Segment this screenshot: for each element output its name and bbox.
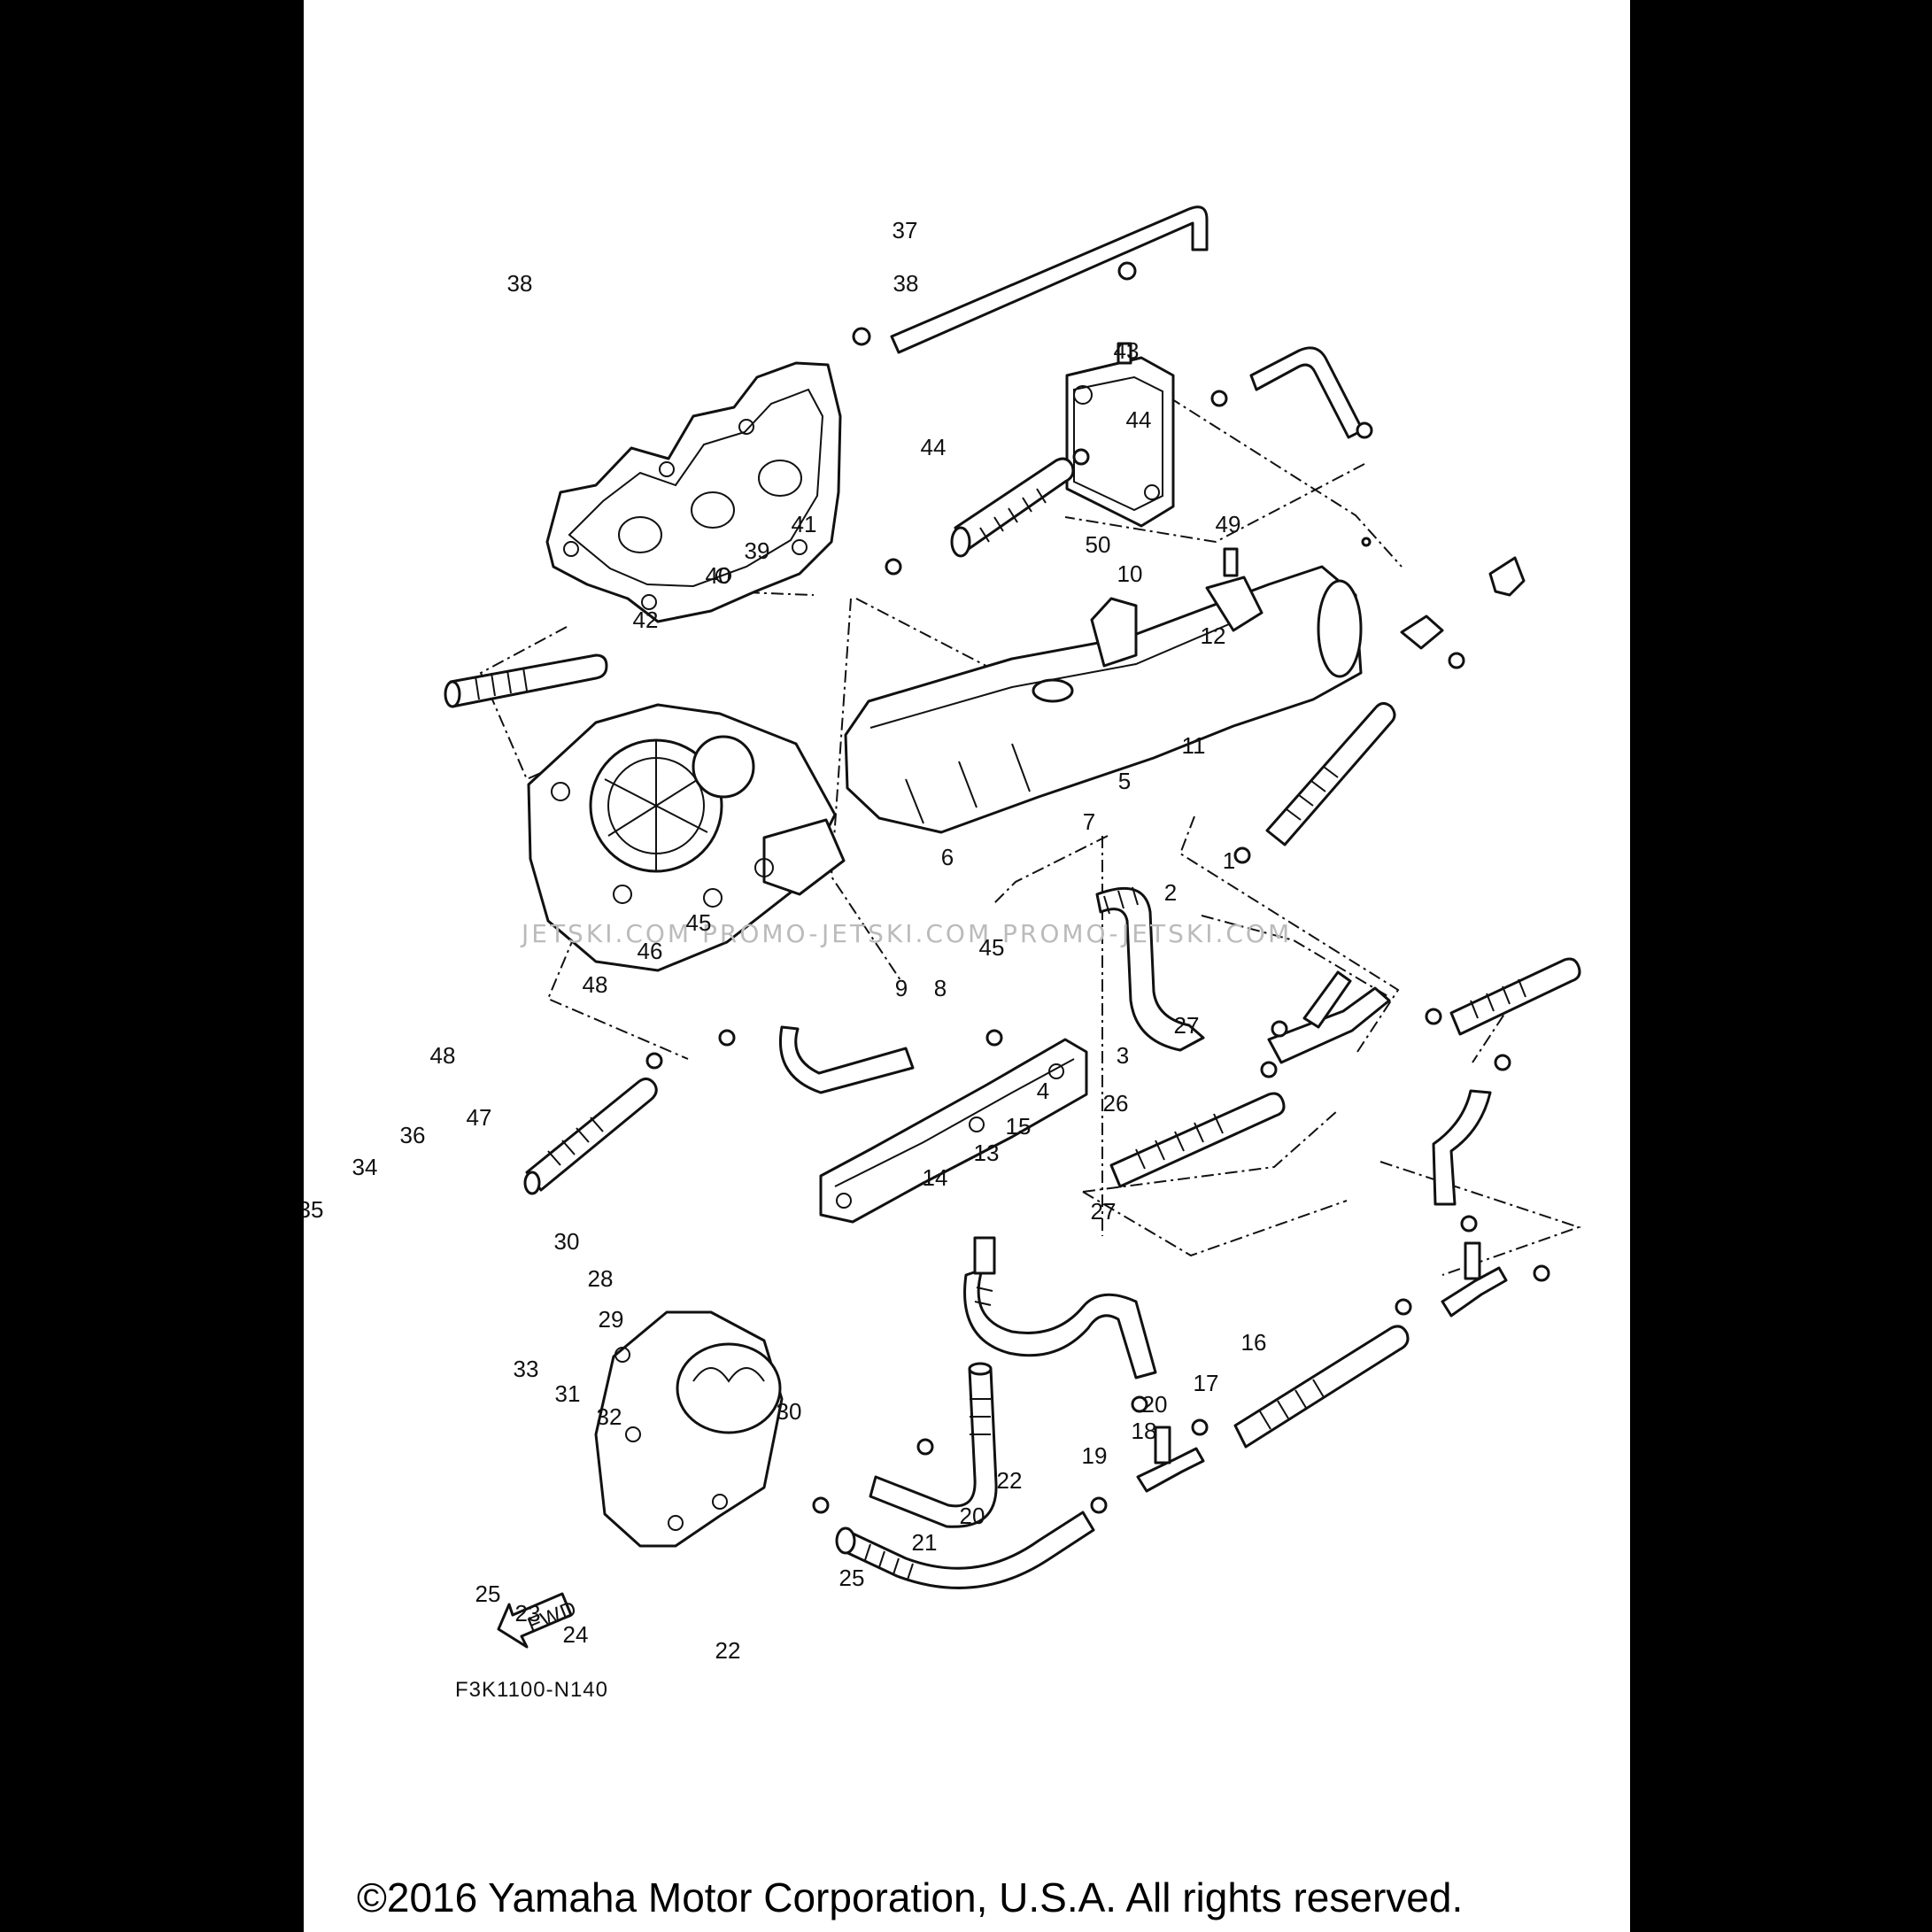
callout-24: 24: [563, 1621, 589, 1648]
callout-10: 10: [1117, 560, 1143, 587]
hose-26: [1432, 1089, 1492, 1206]
callout-16: 16: [1241, 1329, 1267, 1356]
callout-46: 46: [638, 938, 663, 964]
hose-35-lower: [523, 1078, 658, 1195]
callout-15: 15: [1006, 1113, 1032, 1140]
callout-33: 33: [514, 1356, 539, 1382]
callout-28: 28: [588, 1265, 614, 1292]
callout-32: 32: [597, 1403, 622, 1430]
callout-44: 44: [1126, 406, 1152, 433]
callout-45: 45: [979, 934, 1005, 961]
y-joint-4: [1267, 970, 1391, 1064]
lower-engine-block: [594, 1310, 784, 1548]
hose-43: [1249, 346, 1364, 439]
callout-4: 4: [1037, 1078, 1049, 1104]
hose-9: [1095, 886, 1205, 1052]
hose-29: [963, 1236, 1157, 1379]
callout-22: 22: [997, 1467, 1023, 1494]
callout-9: 9: [895, 975, 908, 1001]
callout-7: 7: [1083, 808, 1095, 835]
callout-27: 27: [1174, 1012, 1200, 1039]
callout-40: 40: [706, 562, 731, 589]
callout-30: 30: [777, 1398, 802, 1425]
callout-21: 21: [912, 1529, 938, 1556]
exhaust-pipe: [844, 547, 1363, 834]
callout-20: 20: [960, 1503, 985, 1529]
diagram-sheet: FWD JETSKI.COM PROMO-JETSKI.COM PROMO-JE…: [304, 0, 1630, 1932]
upper-bracket: [1065, 342, 1175, 528]
parts-diagram: FWD JETSKI.COM PROMO-JETSKI.COM PROMO-JE…: [304, 205, 1582, 1702]
callout-37: 37: [893, 217, 918, 243]
callout-35: 35: [304, 1196, 323, 1223]
figure-code: F3K1100-N140: [455, 1678, 608, 1702]
callout-44: 44: [921, 434, 947, 460]
callout-30: 30: [554, 1228, 580, 1255]
callout-34: 34: [352, 1154, 378, 1180]
hose-18: [1233, 1325, 1410, 1449]
callout-38: 38: [893, 270, 919, 297]
callout-23: 23: [515, 1600, 541, 1627]
clamps: [645, 261, 1550, 1514]
callout-43: 43: [1114, 337, 1140, 364]
callout-42: 42: [633, 607, 659, 633]
callout-26: 26: [1103, 1090, 1129, 1117]
hose-14: [1109, 1092, 1286, 1188]
hose-47: [778, 1025, 915, 1094]
callout-17: 17: [1194, 1370, 1219, 1396]
hose-37: [890, 205, 1209, 354]
callout-31: 31: [555, 1380, 581, 1407]
callout-41: 41: [792, 511, 817, 537]
callout-45: 45: [686, 909, 712, 936]
intake-housing: [527, 703, 846, 972]
callout-6: 6: [941, 844, 954, 870]
copyright-notice: ©2016 Yamaha Motor Corporation, U.S.A. A…: [357, 1874, 1464, 1920]
callout-20: 20: [1142, 1391, 1168, 1418]
callout-5: 5: [1118, 768, 1131, 794]
hose-24: [835, 1511, 1095, 1589]
callout-2: 2: [1164, 879, 1177, 906]
callout-11: 11: [1182, 732, 1206, 759]
callout-19: 19: [1082, 1442, 1108, 1469]
callout-8: 8: [934, 975, 947, 1001]
callout-38: 38: [507, 270, 533, 297]
callout-13: 13: [974, 1140, 1000, 1166]
callout-1: 1: [1223, 847, 1235, 874]
callout-labels: 1234567891011121314151617181920202122222…: [304, 217, 1266, 1664]
callout-14: 14: [923, 1164, 948, 1191]
callout-50: 50: [1086, 531, 1111, 558]
callout-48: 48: [583, 971, 608, 998]
callout-47: 47: [467, 1104, 492, 1131]
callout-48: 48: [430, 1042, 456, 1069]
callout-18: 18: [1132, 1418, 1157, 1444]
watermark: JETSKI.COM PROMO-JETSKI.COM PROMO-JETSKI…: [520, 919, 1292, 948]
hose-7: [1265, 702, 1396, 846]
callout-36: 36: [400, 1122, 426, 1148]
t-joint-21: [1136, 1426, 1205, 1493]
t-joint-17: [1441, 1241, 1508, 1318]
hose-32: [869, 1362, 998, 1528]
exhaust-manifold: [545, 361, 842, 623]
callout-25: 25: [475, 1580, 501, 1607]
callout-25: 25: [839, 1565, 865, 1591]
callout-22: 22: [715, 1637, 741, 1664]
callout-3: 3: [1117, 1042, 1129, 1069]
hose-1: [1449, 957, 1581, 1036]
callout-12: 12: [1201, 622, 1226, 649]
callout-49: 49: [1216, 511, 1241, 537]
callout-27: 27: [1091, 1198, 1117, 1225]
lower-manifold: [819, 1038, 1088, 1224]
hose-35-upper: [444, 653, 608, 708]
callout-29: 29: [599, 1306, 624, 1333]
hose-40: [950, 457, 1075, 558]
callout-39: 39: [745, 537, 770, 564]
